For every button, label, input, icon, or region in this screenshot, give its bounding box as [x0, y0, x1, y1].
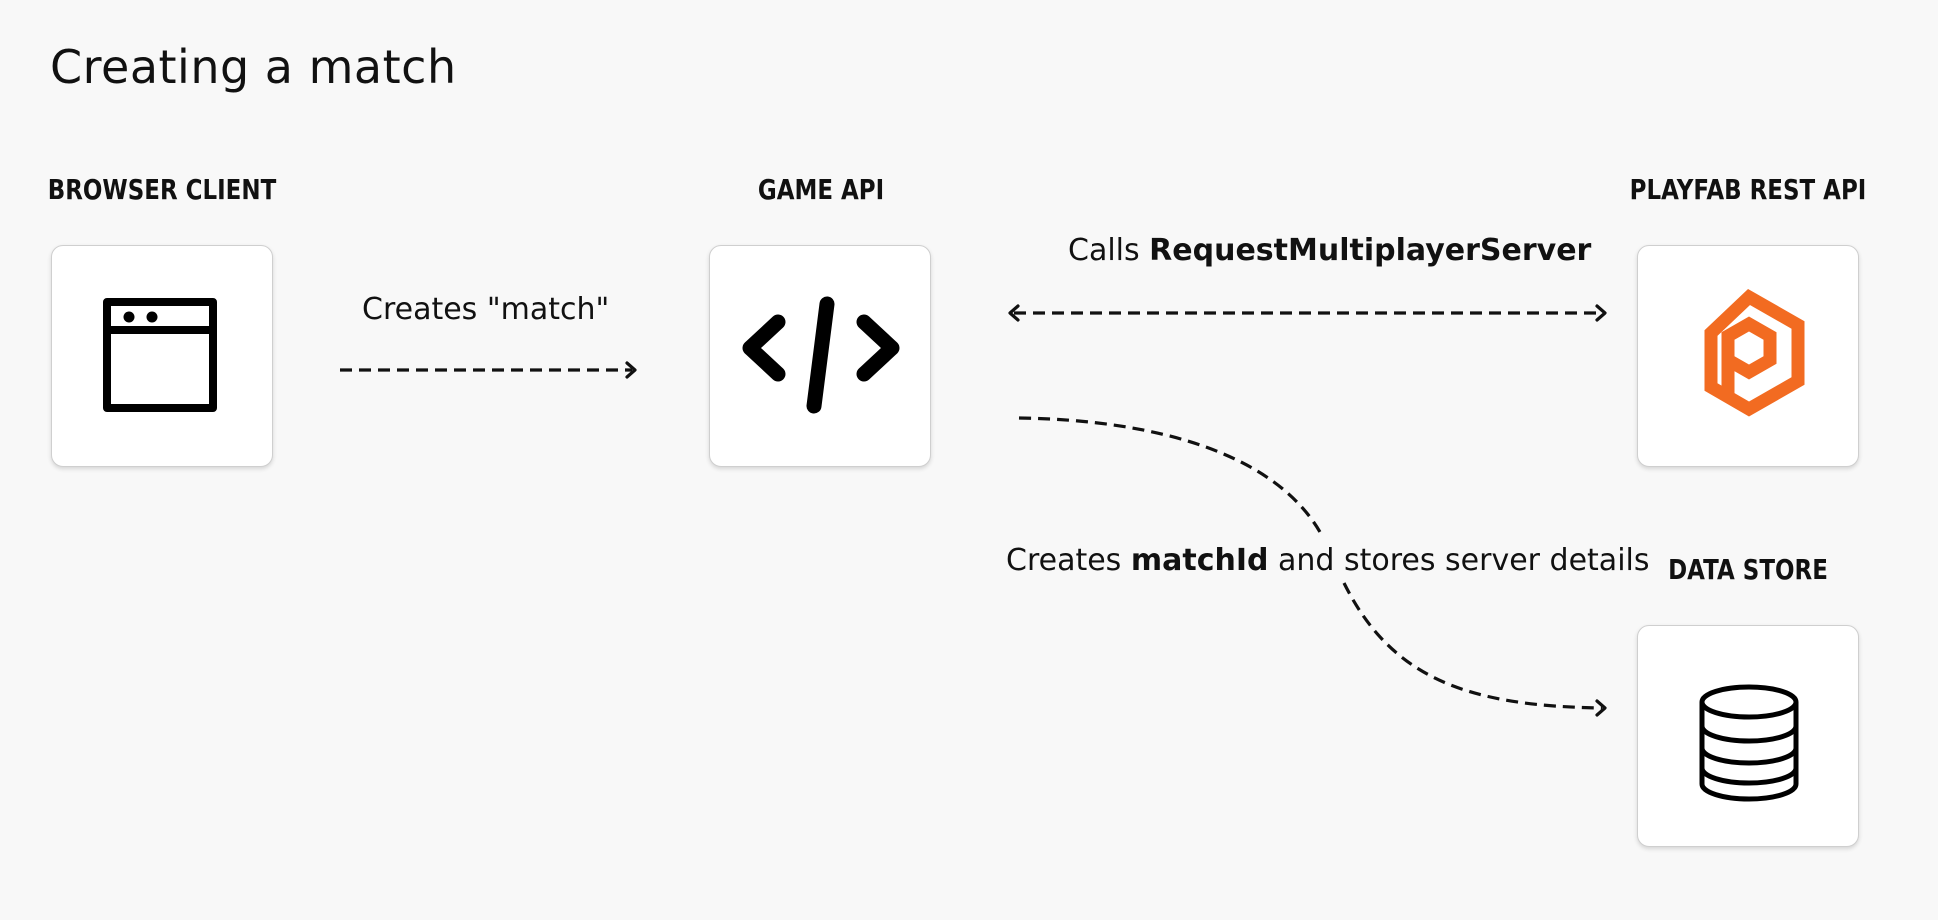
code-icon	[742, 296, 900, 414]
request-server-arrowhead-left	[1008, 304, 1020, 322]
diagram-title: Creating a match	[50, 40, 457, 94]
store-details-suffix: and stores server details	[1268, 543, 1650, 578]
request-server-arrowhead-right	[1595, 304, 1607, 322]
browser-client-label: BROWSER CLIENT	[47, 173, 277, 206]
store-details-arrow-lower	[1342, 582, 1603, 710]
data-store-label: DATA STORE	[1668, 553, 1828, 586]
request-server-prefix: Calls	[1068, 233, 1150, 268]
playfab-rest-api-label: PLAYFAB REST API	[1629, 173, 1867, 206]
game-api-label: GAME API	[757, 173, 885, 206]
database-icon	[1699, 684, 1799, 802]
store-details-edge-label: Creates matchId and stores server detail…	[1006, 543, 1650, 578]
playfab-rest-api-node	[1637, 245, 1859, 467]
browser-window-icon	[103, 298, 217, 412]
create-match-arrowhead	[625, 361, 637, 379]
playfab-logo-icon	[1704, 288, 1805, 417]
request-server-edge-label: Calls RequestMultiplayerServer	[1068, 233, 1591, 268]
store-details-arrow-upper	[1018, 416, 1322, 533]
store-details-prefix: Creates	[1006, 543, 1131, 578]
browser-client-node	[51, 245, 273, 467]
game-api-node	[709, 245, 931, 467]
store-details-arrowhead	[1595, 699, 1607, 717]
create-match-edge-label: Creates "match"	[362, 292, 610, 327]
store-details-match-id: matchId	[1130, 543, 1269, 578]
request-server-method: RequestMultiplayerServer	[1149, 233, 1592, 268]
data-store-node	[1637, 625, 1859, 847]
